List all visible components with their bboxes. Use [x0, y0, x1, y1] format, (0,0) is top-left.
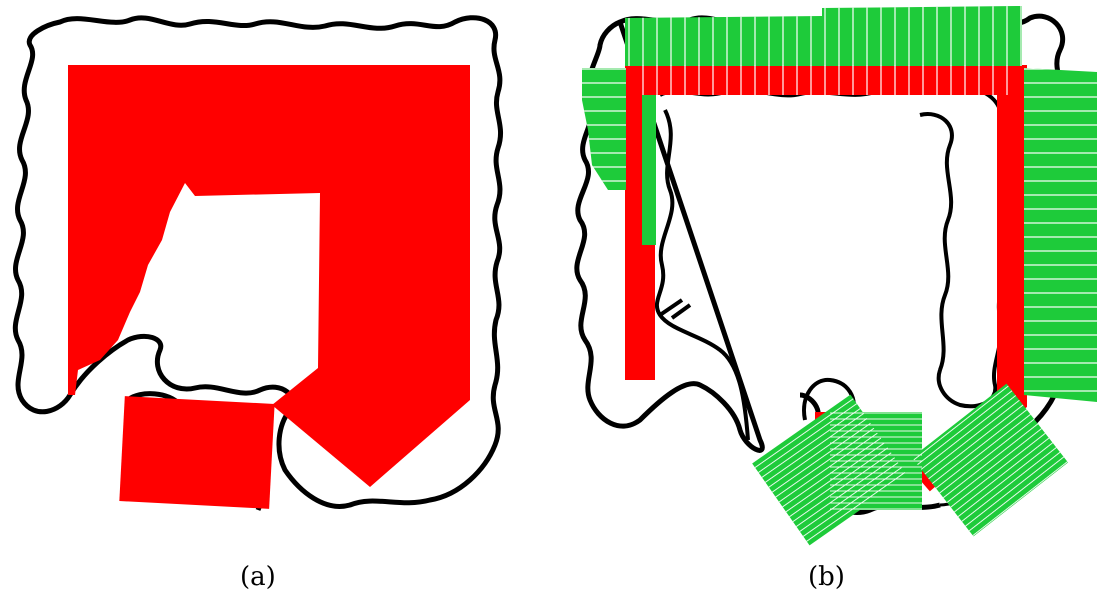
panel-b — [574, 6, 1097, 546]
panel-b-green-left-strip — [642, 95, 656, 245]
panel-a-red-box — [119, 396, 275, 509]
panel-a-red-region — [68, 65, 470, 487]
panel-b-stripe-overlays — [582, 6, 1097, 546]
panel-b-sigmoid-loop — [658, 298, 856, 421]
caption-a: (a) — [240, 562, 276, 592]
caption-b: (b) — [808, 562, 845, 592]
panel-a-colon-outline — [12, 15, 504, 509]
panel-a — [12, 15, 504, 511]
